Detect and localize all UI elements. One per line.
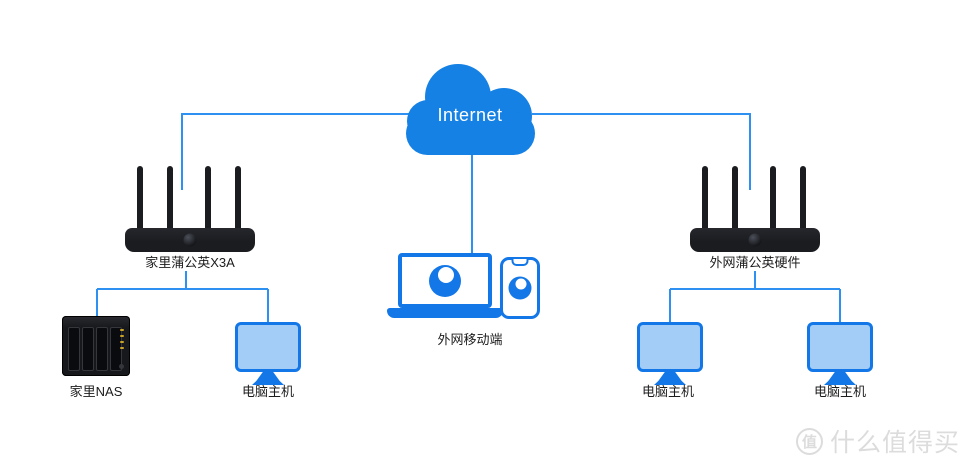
- monitor-screen: [235, 322, 301, 372]
- smzdm-logo-char: 值: [801, 433, 817, 451]
- internet-label: Internet: [437, 105, 503, 125]
- router-antenna: [137, 166, 143, 234]
- remote-pc1-label: 电脑主机: [641, 384, 695, 399]
- laptop-icon: [387, 253, 503, 318]
- phone-notch: [511, 259, 529, 266]
- internet-cloud-icon: [406, 64, 535, 155]
- nas-power-button-icon: [119, 364, 124, 369]
- router-antenna: [732, 166, 738, 234]
- monitor-screen: [807, 322, 873, 372]
- mobile-client-label: 外网移动端: [437, 332, 503, 347]
- nas-status-leds: [120, 329, 124, 349]
- home-pc-label: 电脑主机: [241, 384, 295, 399]
- wire-remote-router-branch: [669, 271, 841, 322]
- nas-label: 家里NAS: [69, 384, 123, 399]
- router-antenna: [800, 166, 806, 234]
- router-logo-icon: [183, 233, 197, 247]
- laptop-screen: [398, 253, 492, 308]
- nas-drive-bays: [68, 327, 122, 371]
- router-antenna: [205, 166, 211, 234]
- home-pc-monitor-icon: [235, 322, 301, 386]
- remote-pc2-monitor-icon: [807, 322, 873, 386]
- pgy-dandelion-logo-icon: [508, 276, 532, 300]
- router-antenna: [235, 166, 241, 234]
- wire-cloud-to-home-router: [181, 113, 412, 190]
- nas-icon: [62, 316, 130, 376]
- nas-bay: [110, 327, 122, 371]
- remote-pc2-label: 电脑主机: [813, 384, 867, 399]
- pgy-dandelion-logo-icon: [429, 264, 461, 297]
- nas-bay: [96, 327, 108, 371]
- phone-icon: [500, 257, 540, 319]
- smzdm-watermark: 值 什么值得买: [796, 423, 960, 459]
- router-body: [125, 228, 255, 252]
- monitor-screen: [637, 322, 703, 372]
- nas-bay: [82, 327, 94, 371]
- remote-router-icon: [690, 162, 820, 252]
- router-antenna: [770, 166, 776, 234]
- wire-cloud-to-remote-router: [532, 113, 751, 190]
- router-antenna: [702, 166, 708, 234]
- remote-router-label: 外网蒲公英硬件: [709, 255, 801, 270]
- remote-pc1-monitor-icon: [637, 322, 703, 386]
- smzdm-watermark-text: 什么值得买: [830, 429, 961, 457]
- router-antenna: [167, 166, 173, 234]
- home-router-icon: [125, 162, 255, 252]
- laptop-base: [387, 308, 503, 318]
- home-router-label: 家里蒲公英X3A: [145, 255, 235, 270]
- wire-home-router-branch: [96, 271, 269, 322]
- smzdm-logo-icon: 值: [796, 427, 823, 455]
- nas-bay: [68, 327, 80, 371]
- router-logo-icon: [748, 233, 762, 247]
- router-body: [690, 228, 820, 252]
